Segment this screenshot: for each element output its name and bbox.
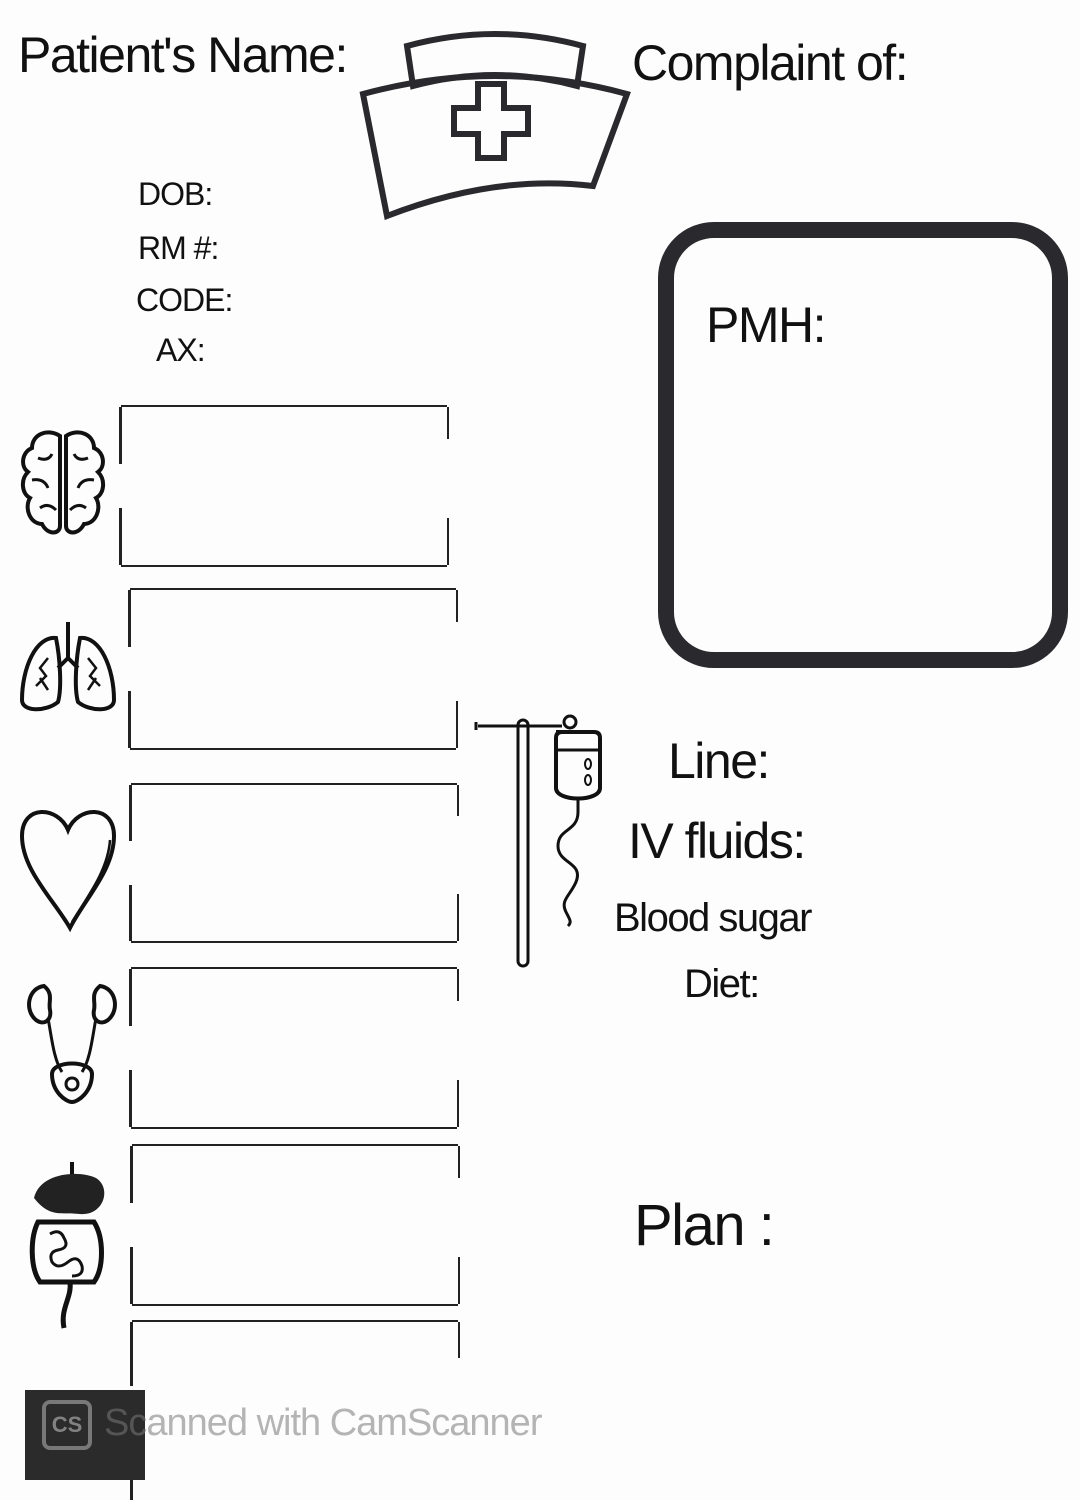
blood-sugar-label: Blood sugar [614, 896, 812, 940]
code-label: CODE: [136, 282, 233, 318]
heart-icon [19, 810, 117, 933]
lungs-icon [19, 622, 117, 712]
iv-fluids-label: IV fluids: [628, 813, 806, 869]
renal-notes-box[interactable] [129, 967, 459, 1129]
rm-label: RM #: [138, 230, 219, 266]
digestive-icon [29, 1162, 105, 1329]
pmh-label: PMH: [706, 297, 827, 353]
brain-icon [21, 430, 105, 535]
kidneys-icon [27, 983, 117, 1105]
neuro-notes-box[interactable] [119, 405, 449, 567]
ax-label: AX: [156, 332, 206, 368]
cardiac-notes-box[interactable] [129, 783, 459, 943]
iv-pole-icon [474, 714, 602, 968]
complaint-label: Complaint of: [632, 35, 909, 91]
pmh-box[interactable] [658, 222, 1068, 668]
camscanner-logo: CS [42, 1400, 92, 1450]
patient-name-label: Patient's Name: [18, 27, 348, 83]
dob-label: DOB: [138, 176, 213, 212]
nurse-cap-icon [359, 31, 631, 221]
line-label: Line: [668, 733, 770, 789]
camscanner-watermark: Scanned with CamScanner [104, 1402, 542, 1444]
gi-notes-box[interactable] [130, 1144, 460, 1306]
plan-label: Plan : [634, 1193, 775, 1258]
respiratory-notes-box[interactable] [128, 588, 458, 750]
diet-label: Diet: [684, 962, 760, 1006]
